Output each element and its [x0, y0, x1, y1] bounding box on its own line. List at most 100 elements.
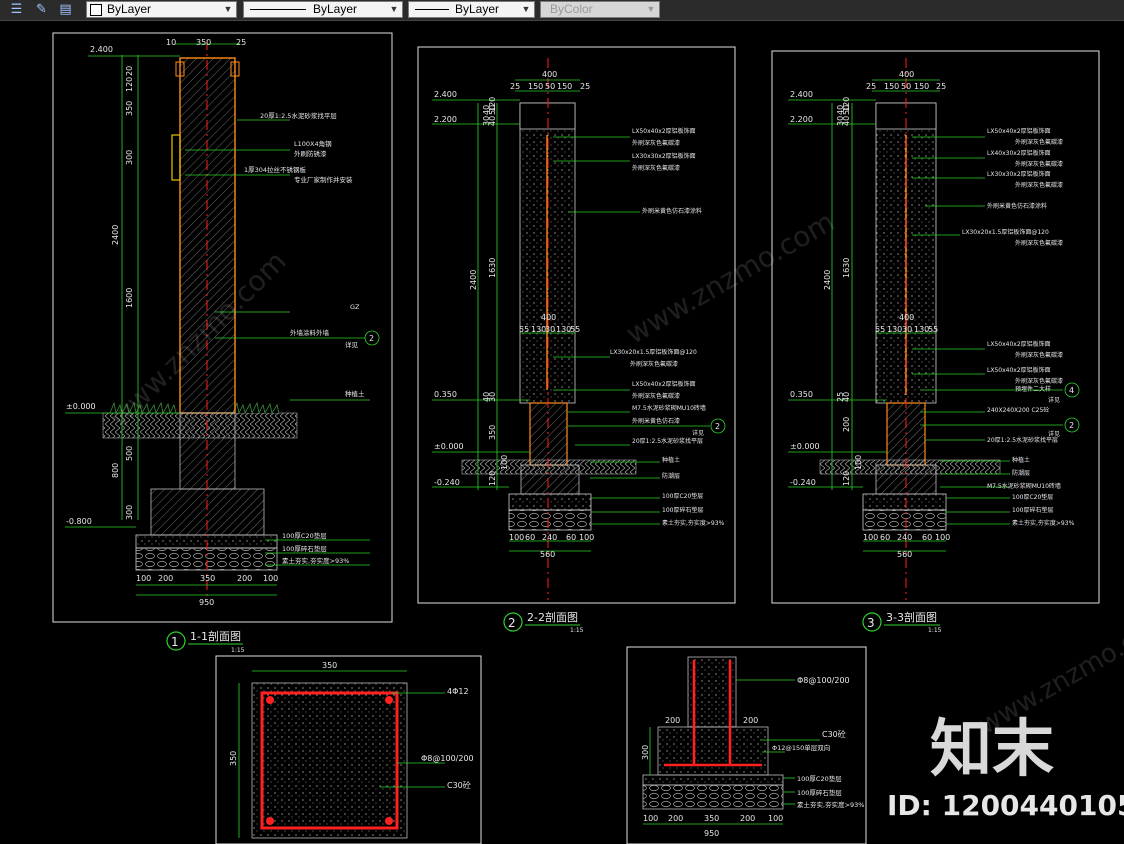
elevation-label: 2.400 [790, 90, 813, 99]
svg-text:40: 40 [836, 105, 845, 115]
svg-text:120: 120 [842, 97, 851, 112]
svg-text:350: 350 [229, 751, 238, 766]
svg-text:C30砼: C30砼 [822, 729, 846, 739]
svg-text:400: 400 [899, 313, 914, 322]
linetype-preview [250, 9, 306, 10]
svg-text:100: 100 [509, 533, 524, 542]
svg-text:2: 2 [1069, 421, 1074, 430]
section-title: 2-2剖面图 [527, 610, 578, 624]
callout-text: 240X240X200 C25砼 [987, 406, 1049, 414]
svg-text:1630: 1630 [488, 258, 497, 278]
callout-text: 种植土 [1012, 456, 1030, 464]
dim-label: 350 [196, 38, 211, 47]
svg-text:50: 50 [842, 105, 851, 115]
svg-text:100: 100 [863, 533, 878, 542]
svg-text:350: 350 [200, 574, 215, 583]
svg-text:60: 60 [922, 533, 932, 542]
lineweight-value: ByLayer [455, 2, 500, 16]
elevation-label: -0.800 [66, 517, 92, 526]
callout-text: 100厚碎石垫层 [282, 544, 327, 553]
svg-text:100: 100 [263, 574, 278, 583]
svg-text:3: 3 [867, 616, 875, 630]
callout-text: 外刷米黄色仿石漆 [632, 417, 680, 425]
callout-text: 种植土 [662, 456, 680, 464]
layer-previous-icon[interactable]: ✎ [36, 2, 47, 17]
svg-text:4: 4 [1069, 386, 1074, 395]
svg-text:C30砼: C30砼 [447, 780, 471, 790]
stainless-plate [171, 134, 181, 181]
callout-text: LX30x20x1.5厚铝板饰面@120 [962, 228, 1049, 236]
svg-text:40: 40 [488, 116, 497, 126]
callout-text: 详见 [1048, 430, 1060, 438]
callout-text: 100厚C20垫层 [282, 531, 327, 540]
svg-text:55: 55 [570, 325, 580, 334]
svg-text:30: 30 [488, 392, 497, 402]
svg-text:2: 2 [508, 616, 516, 630]
svg-text:120: 120 [125, 77, 134, 92]
callout-text: 外刷深灰色氟碳漆 [632, 164, 680, 172]
svg-text:1630: 1630 [842, 258, 851, 278]
svg-text:50: 50 [545, 82, 555, 91]
drawing-canvas[interactable]: 10 350 25 2.400 ±0.000 -0.800 20 120 350… [0, 21, 1124, 844]
callout-text: 预埋件二大样 [1015, 385, 1051, 393]
callout-text: 外刷深灰色氟碳漆 [630, 360, 678, 368]
svg-text:25: 25 [936, 82, 946, 91]
svg-text:20: 20 [125, 66, 134, 76]
elevation-label: ±0.000 [66, 402, 96, 411]
grass-tufts [109, 401, 280, 415]
svg-text:25: 25 [580, 82, 590, 91]
color-swatch [90, 4, 102, 16]
elevation-label: 2.200 [434, 115, 457, 124]
callout-text: 100厚碎石垫层 [1012, 506, 1053, 514]
callout-text: 100厚碎石垫层 [662, 506, 703, 514]
svg-text:Φ12@150单层双向: Φ12@150单层双向 [772, 743, 830, 752]
callout-text: 100厚C20垫层 [1012, 493, 1053, 501]
layer-state-icon[interactable]: ▤ [59, 2, 72, 17]
svg-text:150: 150 [557, 82, 572, 91]
callout-text: 种植土 [345, 389, 365, 398]
section-3-3: 400 25 150 50 150 25 2.400 2.200 0.350 ±… [771, 50, 1100, 634]
elevation-label: ±0.000 [790, 442, 820, 451]
svg-text:40: 40 [842, 116, 851, 126]
svg-text:130: 130 [531, 325, 546, 334]
lineweight-preview [415, 9, 449, 10]
svg-text:350: 350 [125, 101, 134, 116]
svg-text:200: 200 [743, 716, 758, 725]
lineweight-select[interactable]: ByLayer ▼ [408, 1, 535, 18]
color-select[interactable]: ByLayer ▼ [86, 1, 237, 18]
elevation-label: 2.400 [90, 45, 113, 54]
svg-text:350: 350 [322, 661, 337, 670]
svg-text:www.znzmo.com: www.znzmo.com [620, 205, 840, 351]
svg-text:4Φ12: 4Φ12 [447, 687, 469, 696]
callout-text: 外墙涂料外墙 [290, 328, 330, 337]
chevron-down-icon: ▼ [646, 4, 656, 14]
callout-text: M7.5水泥砂浆砌MU10砖墙 [632, 404, 706, 412]
callout-text: 外刷米黄色仿石漆涂料 [642, 207, 702, 215]
section-1-title: 1 1-1剖面图 1:15 [166, 629, 245, 654]
callout-text: 专业厂家制作并安装 [294, 175, 353, 184]
callout-text: 100厚C20垫层 [662, 492, 703, 500]
svg-text:2400: 2400 [823, 270, 832, 290]
callout-text: 外刷深灰色氟碳漆 [1015, 160, 1063, 168]
callout-text: GZ [350, 303, 360, 311]
linetype-select[interactable]: ByLayer ▼ [243, 1, 403, 18]
elevation-label: ±0.000 [434, 442, 464, 451]
svg-text:400: 400 [542, 70, 557, 79]
section-title: 1-1剖面图 [190, 629, 241, 643]
callout-text: LX30x30x2厚铝板饰面 [987, 170, 1051, 178]
svg-text:200: 200 [237, 574, 252, 583]
callout-text: LX40x30x2厚铝板饰面 [987, 149, 1051, 157]
svg-text:1: 1 [171, 635, 179, 649]
layer-match-icon[interactable]: ☰ [10, 2, 23, 17]
callout-text: 20厚1:2.5水泥砂浆找平层 [987, 436, 1058, 444]
section-1-1: 10 350 25 2.400 ±0.000 -0.800 20 120 350… [52, 32, 393, 654]
svg-text:2: 2 [715, 422, 720, 431]
svg-text:55: 55 [928, 325, 938, 334]
svg-text:60: 60 [566, 533, 576, 542]
callout-text: M7.5水泥砂浆砌MU10砖墙 [987, 482, 1061, 490]
elevation-label: -0.240 [434, 478, 460, 487]
plotstyle-select: ByColor ▼ [540, 1, 660, 18]
section-1-frame [52, 32, 393, 623]
callout-text: 外刷深灰色氟碳漆 [632, 392, 680, 400]
svg-text:120: 120 [842, 471, 851, 486]
